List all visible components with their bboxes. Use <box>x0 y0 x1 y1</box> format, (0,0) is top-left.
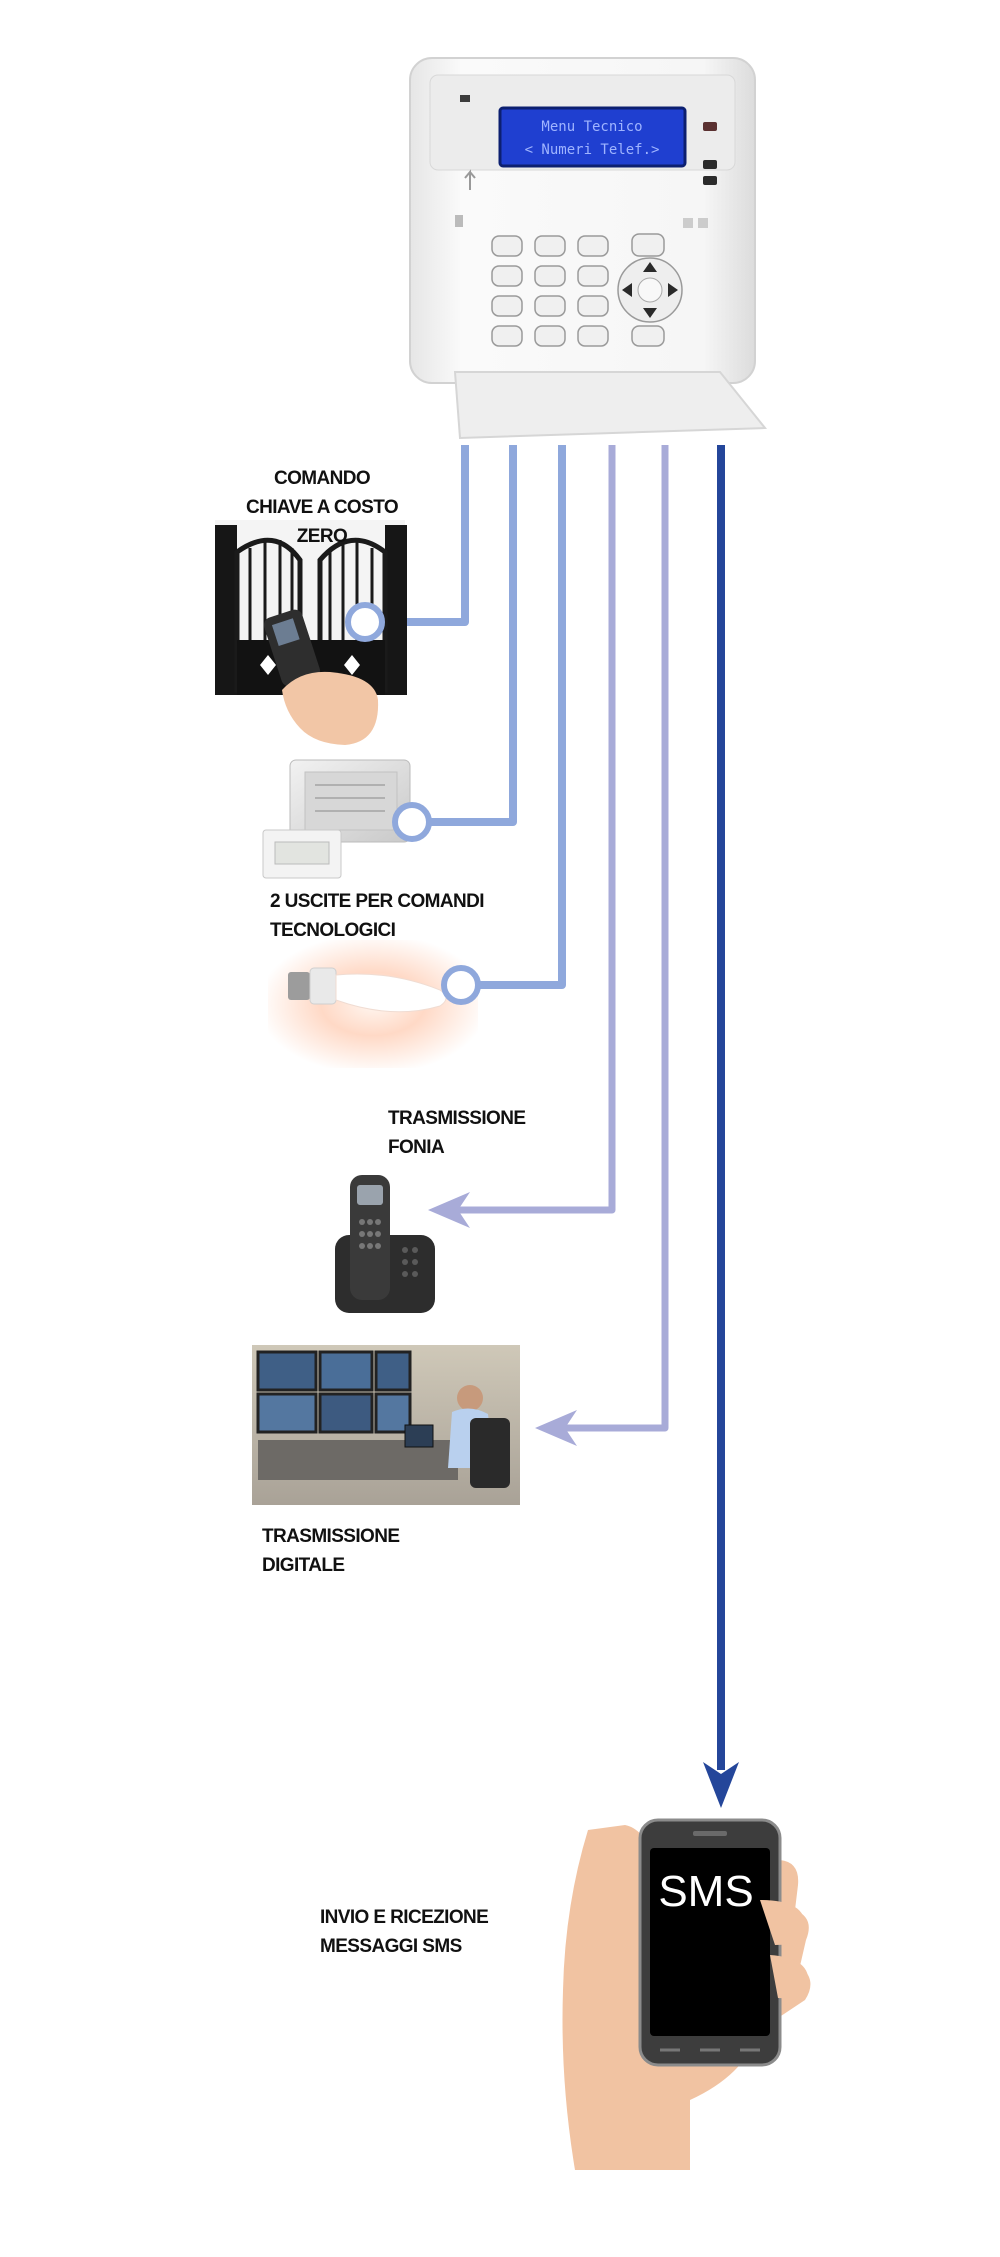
lamp-connector-icon <box>441 965 481 1005</box>
label-digital-transmission: TRASMISSIONE DIGITALE <box>262 1526 400 1576</box>
line-gate <box>380 445 469 626</box>
lcd-line-1: Menu Tecnico <box>541 119 642 135</box>
tamper-icon <box>464 169 476 190</box>
gate-connector-icon <box>345 602 385 642</box>
lamp-image <box>268 940 481 1068</box>
label-gate: COMANDO CHIAVE A COSTO ZERO <box>245 468 399 547</box>
status-led-icon <box>703 122 717 131</box>
arrow-digital-icon <box>535 1410 577 1446</box>
arrow-sms-icon <box>703 1762 739 1808</box>
led-icon <box>460 95 470 102</box>
keypad-buttons <box>491 233 665 347</box>
thermostat-connector-icon <box>392 802 432 842</box>
phone-handset-icon <box>350 1175 390 1300</box>
line-voice <box>445 445 616 1214</box>
arrow-voice-icon <box>428 1192 470 1228</box>
sms-screen-text: SMS <box>658 1867 753 1916</box>
monitor-wall <box>256 1350 412 1434</box>
gate-remote-image <box>215 520 407 745</box>
connection-lines <box>380 445 725 1770</box>
control-room-image <box>252 1345 520 1505</box>
line-lamp <box>479 445 566 989</box>
lcd-line-2: < Numeri Telef.> <box>525 142 660 158</box>
label-voice-transmission: TRASMISSIONE FONIA <box>388 1108 526 1158</box>
lcd-display <box>498 106 687 168</box>
alarm-keypad: Menu Tecnico < Numeri Telef.> <box>409 57 768 440</box>
line-digital <box>560 445 669 1432</box>
label-technological-outputs: 2 USCITE PER COMANDI TECNOLOGICI <box>270 891 485 941</box>
thermostat-image <box>262 759 432 879</box>
line-thermostat <box>430 445 517 826</box>
keypad-cover-flap <box>453 371 768 440</box>
label-sms: INVIO E RICEZIONE MESSAGGI SMS <box>320 1907 489 1957</box>
cordless-phone-image <box>335 1175 435 1313</box>
navigation-pad-icon <box>617 257 683 323</box>
smartphone-screen <box>650 1848 770 2036</box>
smartphone-image: SMS <box>562 1818 811 2170</box>
